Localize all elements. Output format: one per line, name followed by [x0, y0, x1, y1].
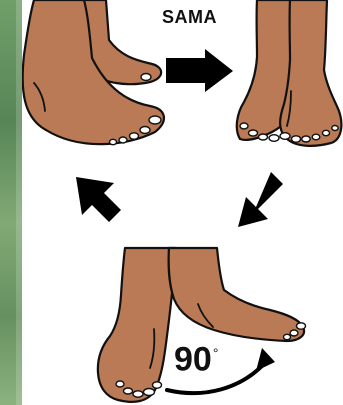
toe-nail-icon: [323, 130, 330, 135]
toe-nail-icon: [110, 139, 117, 144]
toe-nail-icon: [144, 389, 155, 396]
arrow-up-left: [76, 177, 121, 222]
toe-nail-icon: [141, 74, 151, 81]
toe-nail-icon: [290, 330, 298, 336]
toe-nail-icon: [249, 130, 258, 136]
side-strip: [0, 0, 22, 405]
angle-unit: °: [213, 345, 219, 361]
toe-nail-icon: [280, 133, 290, 140]
toe-nail-icon: [292, 136, 301, 142]
angle-label: 90°: [174, 336, 218, 376]
toe-nail-icon: [259, 134, 268, 140]
toe-nail-icon: [140, 127, 150, 134]
foot-pair-left-top: [23, 0, 164, 145]
toe-nail-icon: [297, 323, 306, 329]
toe-nail-icon: [133, 391, 143, 397]
sama-label: SAMA: [162, 7, 217, 28]
toe-nail-icon: [153, 382, 162, 388]
toe-nail-icon: [149, 116, 161, 124]
toe-nail-icon: [302, 136, 310, 142]
toe-nail-icon: [240, 123, 248, 129]
foot-pair-right-top: [237, 0, 342, 146]
toe-nail-icon: [284, 334, 291, 339]
toe-nail-icon: [116, 381, 124, 387]
toe-nail-icon: [269, 135, 279, 142]
toe-nail-icon: [312, 134, 320, 140]
toe-nail-icon: [130, 133, 139, 139]
arrow-down-left: [238, 172, 283, 227]
toe-nail-icon: [124, 388, 133, 394]
toe-nail-icon: [332, 126, 338, 131]
foot-pair-bottom: [98, 248, 306, 402]
toe-nail-icon: [119, 137, 127, 143]
angle-value: 90: [174, 340, 212, 378]
arrow-right: [166, 49, 233, 92]
